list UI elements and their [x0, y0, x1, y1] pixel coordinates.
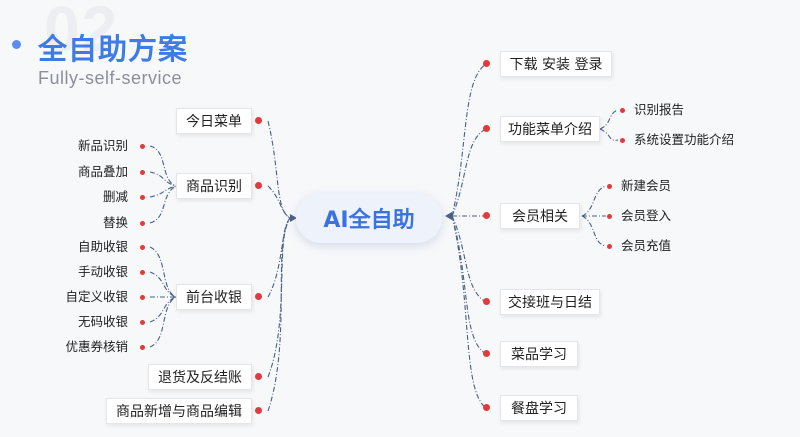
red-dot-icon	[255, 293, 262, 300]
red-dot-icon	[140, 221, 145, 226]
leaf-custom-checkout: 自定义收银	[65, 289, 128, 304]
leaf-recognition-report: 识别报告	[634, 102, 685, 117]
leaf-new-product-recognition: 新品识别	[77, 138, 128, 153]
node-dish-learning: 菜品学习	[500, 341, 578, 367]
red-dot-icon	[140, 345, 145, 350]
red-dot-icon	[140, 144, 145, 149]
node-shift-handover: 交接班与日结	[500, 289, 600, 315]
red-dot-icon	[140, 295, 145, 300]
red-dot-icon	[607, 214, 612, 219]
leaf-codeless-checkout: 无码收银	[77, 314, 128, 329]
leaf-coupon-redeem: 优惠券核销	[65, 339, 128, 354]
red-dot-icon	[140, 320, 145, 325]
node-menu-intro: 功能菜单介绍	[500, 116, 600, 142]
section-number-watermark: 02	[44, 0, 120, 65]
red-dot-icon	[607, 244, 612, 249]
center-node: AI全自助	[296, 193, 442, 243]
leaf-replace: 替换	[102, 215, 128, 230]
leaf-product-stacking: 商品叠加	[77, 164, 128, 179]
red-dot-icon	[483, 350, 490, 357]
node-checkout: 前台收银	[176, 284, 252, 310]
red-dot-icon	[607, 184, 612, 189]
page-title: 全自助方案	[38, 32, 189, 66]
red-dot-icon	[140, 270, 145, 275]
node-member: 会员相关	[500, 203, 580, 229]
red-dot-icon	[255, 182, 262, 189]
red-dot-icon	[483, 298, 490, 305]
leaf-member-login: 会员登入	[621, 208, 672, 223]
leaf-member-recharge: 会员充值	[621, 238, 672, 253]
leaf-self-checkout: 自助收银	[77, 239, 128, 254]
red-dot-icon	[255, 407, 262, 414]
page-subtitle: Fully-self-service	[38, 68, 183, 88]
node-product-recognition: 商品识别	[176, 173, 252, 199]
red-dot-icon	[620, 108, 625, 113]
red-dot-icon	[483, 60, 490, 67]
node-download-install-login: 下载 安装 登录	[500, 51, 612, 77]
title-bullet-icon	[12, 40, 21, 49]
red-dot-icon	[255, 117, 262, 124]
red-dot-icon	[140, 170, 145, 175]
red-dot-icon	[255, 373, 262, 380]
red-dot-icon	[483, 404, 490, 411]
node-plate-learning: 餐盘学习	[500, 395, 578, 421]
node-product-edit: 商品新增与商品编辑	[106, 398, 252, 424]
leaf-new-member: 新建会员	[621, 178, 672, 193]
leaf-system-settings-intro: 系统设置功能介绍	[634, 132, 735, 147]
node-today-menu: 今日菜单	[176, 108, 252, 134]
red-dot-icon	[483, 212, 490, 219]
node-refund: 退货及反结账	[148, 364, 252, 390]
leaf-manual-checkout: 手动收银	[77, 264, 128, 279]
red-dot-icon	[140, 195, 145, 200]
red-dot-icon	[620, 138, 625, 143]
leaf-delete: 删减	[102, 189, 128, 204]
red-dot-icon	[140, 245, 145, 250]
red-dot-icon	[483, 125, 490, 132]
